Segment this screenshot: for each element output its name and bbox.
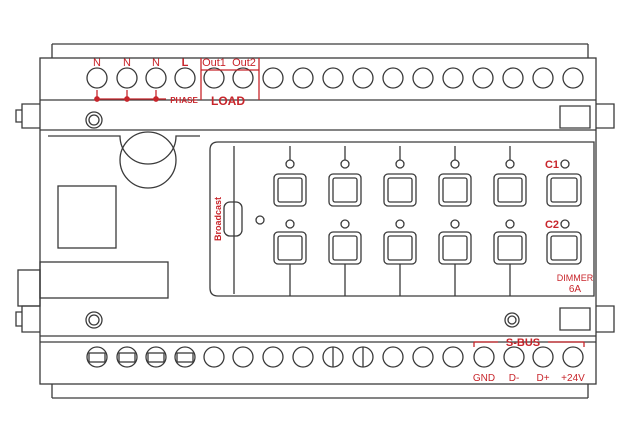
button-top-5[interactable]	[493, 173, 527, 207]
label-model: DIMMER	[557, 273, 594, 283]
terminal-unused-3[interactable]	[322, 67, 344, 89]
housing	[39, 43, 597, 399]
front-panel	[209, 141, 595, 297]
mounting-screw-bottom	[85, 311, 103, 329]
terminal-unused-4[interactable]	[352, 67, 374, 89]
panel-screw	[504, 312, 520, 328]
terminal-d-plus[interactable]	[532, 346, 554, 368]
terminal-n1[interactable]	[86, 67, 108, 89]
bottom-labels: S-BUS GND D- D+ +24V	[473, 337, 585, 384]
terminal-out2[interactable]	[232, 67, 254, 89]
label-broadcast: Broadcast	[213, 197, 223, 241]
terminal-n3[interactable]	[145, 67, 167, 89]
bottom-terminal-12[interactable]	[412, 346, 434, 368]
round-recess	[119, 131, 177, 189]
din-clip-right-top	[559, 103, 615, 129]
button-top-2[interactable]	[328, 173, 362, 207]
button-c2[interactable]	[546, 231, 582, 265]
button-c1[interactable]	[546, 173, 582, 207]
name-plate	[39, 261, 169, 299]
usb-port	[223, 201, 243, 237]
top-terminals	[86, 67, 584, 89]
c1-led	[560, 159, 570, 169]
c2-led	[560, 219, 570, 229]
label-out2: Out2	[232, 57, 256, 69]
terminal-out1[interactable]	[203, 67, 225, 89]
bottom-terminal-5[interactable]	[203, 346, 225, 368]
label-24v: +24V	[561, 373, 585, 384]
bottom-terminal-13[interactable]	[442, 346, 464, 368]
panel-labels: Broadcast C1 C2 DIMMER 6A	[213, 159, 594, 295]
bottom-terminal-6[interactable]	[232, 346, 254, 368]
button-col-4	[438, 146, 472, 296]
label-c1: C1	[545, 159, 559, 171]
bottom-terminal-2[interactable]	[116, 346, 138, 368]
button-col-2	[328, 146, 362, 296]
channel-buttons	[273, 146, 582, 296]
label-n1: N	[93, 57, 101, 69]
sbus-bracket	[473, 341, 585, 347]
terminal-unused-5[interactable]	[382, 67, 404, 89]
bottom-terminal-11[interactable]	[382, 346, 404, 368]
mounting-screw-top	[85, 111, 103, 129]
label-gnd: GND	[473, 373, 495, 384]
terminal-unused-9[interactable]	[502, 67, 524, 89]
terminal-unused-8[interactable]	[472, 67, 494, 89]
label-n2: N	[123, 57, 131, 69]
terminal-d-minus[interactable]	[503, 346, 525, 368]
terminal-unused-11[interactable]	[562, 67, 584, 89]
label-recess	[48, 135, 200, 165]
label-c2: C2	[545, 219, 559, 231]
terminal-l[interactable]	[174, 67, 196, 89]
button-col-5	[493, 146, 527, 296]
bottom-terminals	[86, 346, 584, 368]
terminal-n2[interactable]	[116, 67, 138, 89]
terminal-gnd[interactable]	[473, 346, 495, 368]
bottom-terminal-7[interactable]	[262, 346, 284, 368]
top-labels: N N N L PHASE Out1 Out2 LOAD	[93, 57, 256, 108]
label-load: LOAD	[211, 94, 245, 108]
n-bridge	[94, 58, 260, 102]
front-panel-outline	[209, 141, 595, 297]
left-face	[17, 131, 200, 307]
terminal-unused-2[interactable]	[292, 67, 314, 89]
button-col-3	[383, 146, 417, 296]
label-l: L	[182, 57, 189, 69]
label-n3: N	[152, 57, 160, 69]
outer-body	[39, 57, 597, 385]
label-sbus: S-BUS	[506, 337, 540, 349]
button-top-4[interactable]	[438, 173, 472, 207]
button-col-1	[273, 146, 307, 296]
bottom-terminal-3[interactable]	[145, 346, 167, 368]
din-clip-left-bottom	[15, 305, 40, 333]
label-window	[57, 185, 117, 249]
label-d-plus: D+	[536, 373, 549, 384]
din-clip-right-bottom	[559, 305, 615, 333]
side-tab	[17, 269, 41, 307]
bottom-terminal-4[interactable]	[174, 346, 196, 368]
label-phase: PHASE	[170, 96, 198, 105]
button-top-3[interactable]	[383, 173, 417, 207]
broadcast-led	[255, 215, 265, 225]
bottom-terminal-8[interactable]	[292, 346, 314, 368]
terminal-unused-10[interactable]	[532, 67, 554, 89]
button-col-6	[546, 159, 582, 265]
label-out1: Out1	[202, 57, 226, 69]
button-top-1[interactable]	[273, 173, 307, 207]
bottom-terminal-1[interactable]	[86, 346, 108, 368]
label-rating: 6A	[569, 284, 582, 295]
terminal-24v[interactable]	[562, 346, 584, 368]
terminal-unused-7[interactable]	[442, 67, 464, 89]
terminal-unused-1[interactable]	[262, 67, 284, 89]
terminal-unused-6[interactable]	[412, 67, 434, 89]
label-d-minus: D-	[509, 373, 520, 384]
din-clip-left-top	[15, 103, 40, 129]
